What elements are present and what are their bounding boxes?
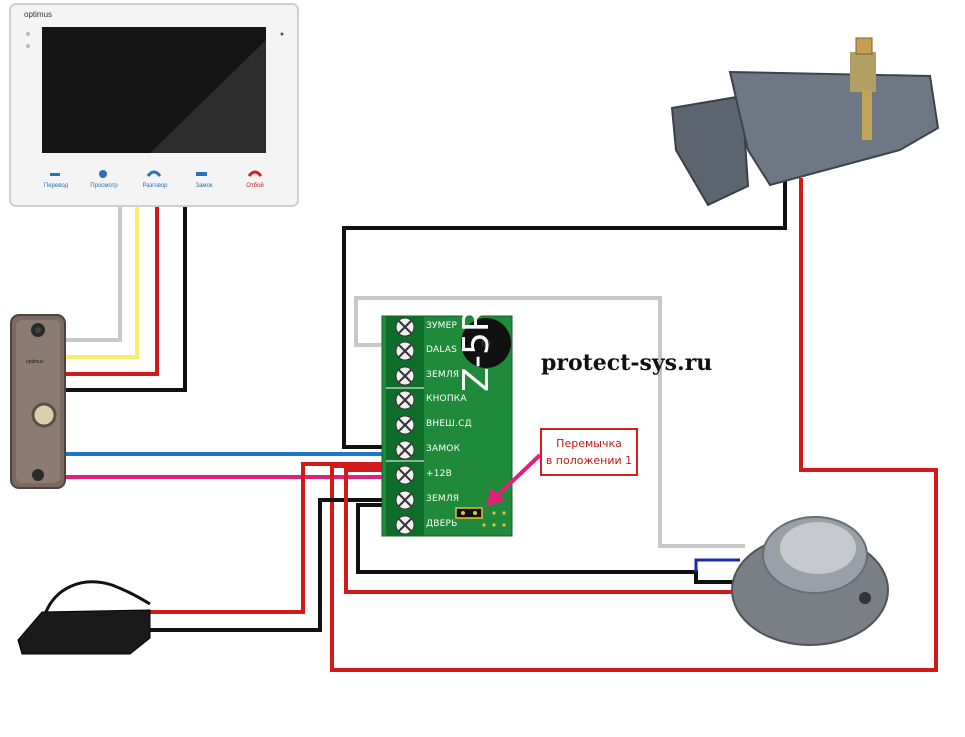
monitor-brand: optimus xyxy=(24,10,53,19)
terminal-label: ЗЕМЛЯ xyxy=(426,494,460,504)
terminal-label: КНОПКА xyxy=(426,394,467,404)
wire-lock-black xyxy=(342,178,787,449)
jumper-note-line1: Перемычка xyxy=(556,437,622,450)
wire-monitor-gray xyxy=(62,205,122,342)
terminal-screw xyxy=(395,440,415,460)
jumper-note-line2: в положении 1 xyxy=(545,454,633,467)
electric-lock xyxy=(670,37,940,207)
wire-reader-gray xyxy=(354,296,745,548)
video-monitor xyxy=(9,3,299,207)
terminal-label: ЗЕМЛЯ xyxy=(426,370,460,380)
controller-model: Z-5R xyxy=(456,307,497,392)
terminal-screw xyxy=(395,341,415,361)
terminal-screws xyxy=(395,317,415,535)
terminal-screw xyxy=(395,415,415,435)
power-supply xyxy=(17,580,151,655)
wire-monitor-black xyxy=(62,205,187,392)
terminal-label: ЗУМЕР xyxy=(426,321,458,331)
wire-reader-black xyxy=(356,503,740,584)
terminal-screw xyxy=(395,317,415,337)
monitor-button-transfer[interactable]: Перевод xyxy=(43,183,69,189)
jumper-note: Перемычка в положении 1 xyxy=(540,428,638,476)
site-url: protect-sys.ru xyxy=(541,350,713,376)
wire-monitor-red xyxy=(62,205,159,376)
jumper xyxy=(455,507,506,527)
call-panel xyxy=(10,314,66,489)
terminal-screw xyxy=(395,515,415,535)
terminal-label: ДВЕРЬ xyxy=(426,519,458,529)
monitor-button-view[interactable]: Просмотр xyxy=(90,183,118,189)
terminal-screw xyxy=(395,490,415,510)
terminal-screw xyxy=(395,366,415,386)
jumper-arrow xyxy=(486,453,542,507)
wire-monitor-yellow xyxy=(62,205,139,359)
terminal-screw xyxy=(395,390,415,410)
monitor-button-hangup[interactable]: Отбой xyxy=(246,183,264,189)
terminal-label: ВНЕШ.СД xyxy=(426,419,472,429)
wire-reader-red xyxy=(344,468,740,594)
terminal-label: DALAS xyxy=(426,345,458,355)
key-reader xyxy=(731,516,889,646)
call-panel-brand: optimus xyxy=(26,359,44,365)
wire-reader-blue xyxy=(694,558,740,572)
monitor-button-talk[interactable]: Разговор xyxy=(142,183,168,189)
terminal-label: +12В xyxy=(426,469,452,479)
wire-psu-red xyxy=(150,462,390,614)
wire-psu-black xyxy=(150,498,390,632)
terminal-label: ЗАМОК xyxy=(426,444,461,454)
terminal-screw xyxy=(395,465,415,485)
monitor-button-lock[interactable]: Замок xyxy=(195,183,213,189)
